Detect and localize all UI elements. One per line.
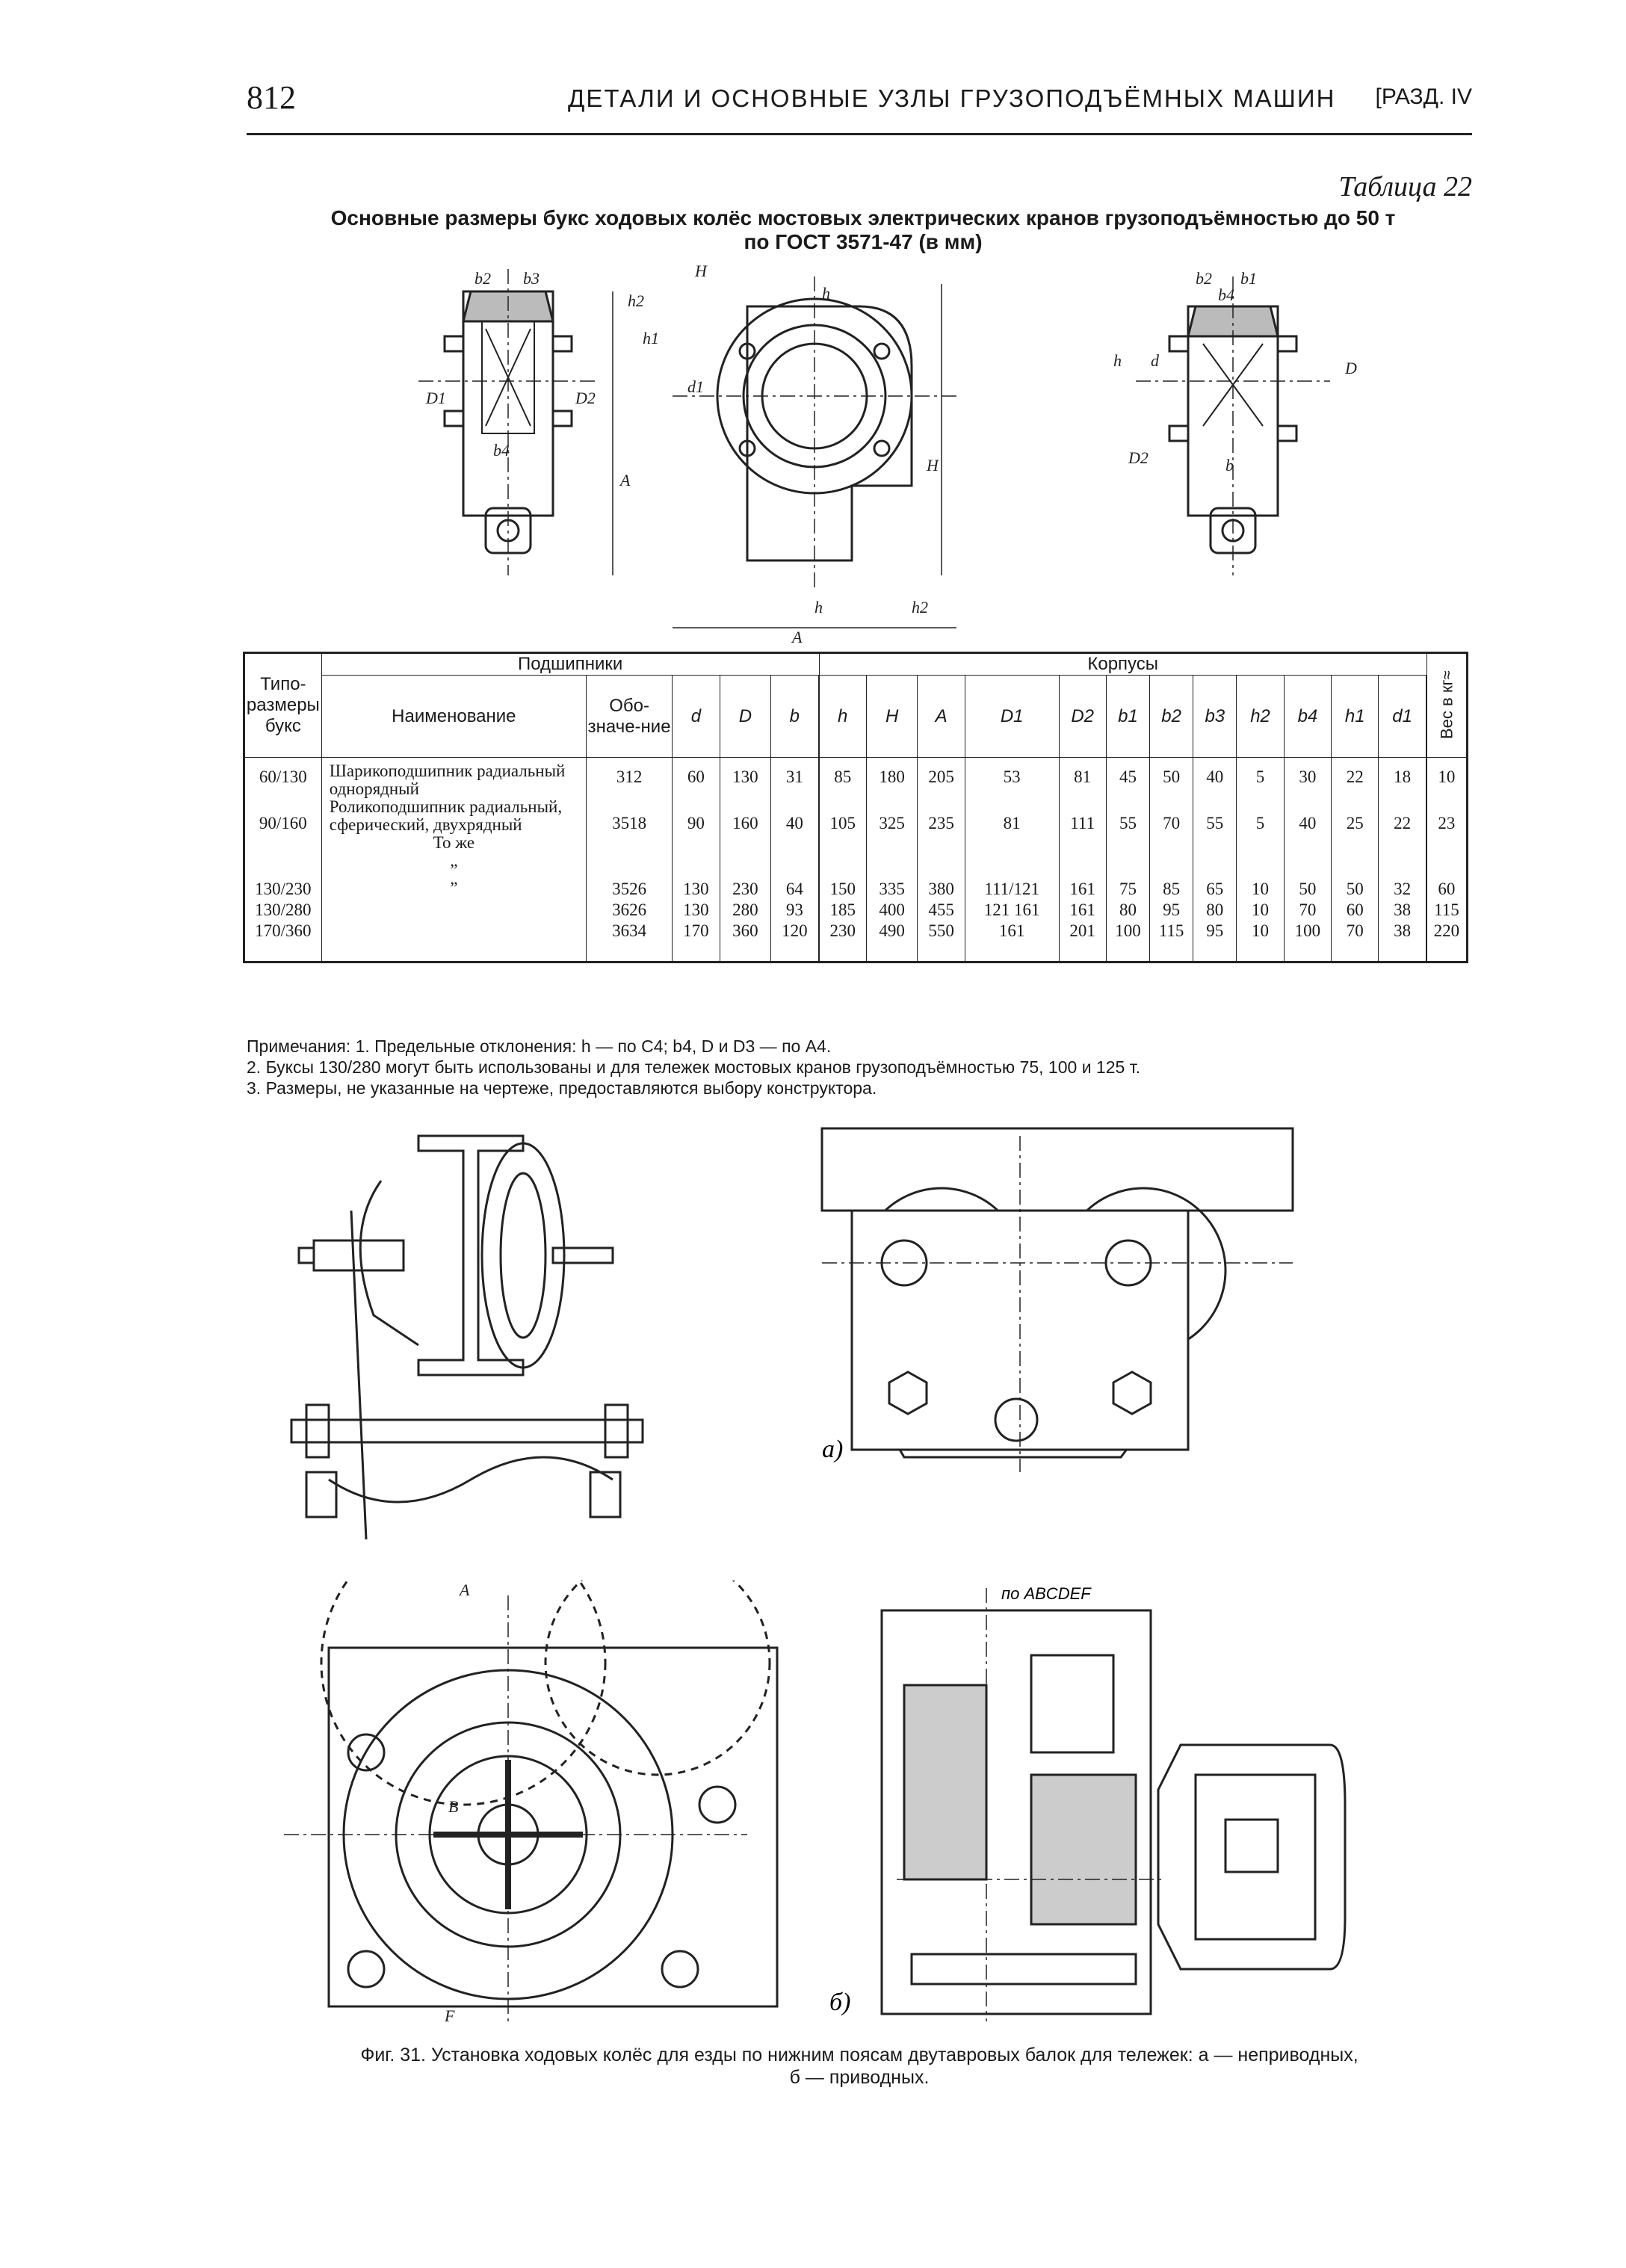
note-3: 3. Размеры, не указанные на чертеже, пре… (247, 1078, 877, 1098)
caption-line-2: б — приводных. (789, 2067, 930, 2088)
header-D2: D2 (1058, 675, 1107, 758)
svg-text:h2: h2 (628, 291, 644, 310)
header-weight: Вес в кг≈ (1426, 652, 1468, 758)
header-b1: b1 (1105, 675, 1151, 758)
page-number: 812 (247, 79, 296, 116)
header-b: b (770, 675, 819, 758)
header-housings: Корпусы (818, 652, 1427, 676)
section-label: по ABCDEF (1001, 1584, 1092, 1603)
table-notes: Примечания: 1. Предельные отклонения: h … (247, 1036, 1472, 1099)
note-1: Примечания: 1. Предельные отклонения: h … (247, 1036, 832, 1056)
header-b2: b2 (1149, 675, 1194, 758)
header-designation: Обо-значе-ние (585, 675, 673, 758)
header-d: d (672, 675, 720, 758)
svg-text:b1: b1 (1240, 269, 1257, 288)
svg-text:B: B (448, 1797, 458, 1816)
svg-text:d1: d1 (687, 377, 704, 396)
dimensions-table: Типо-размеры букс Подшипники Корпусы Вес… (243, 652, 1468, 963)
svg-text:D2: D2 (1128, 448, 1149, 467)
svg-text:h: h (814, 598, 823, 617)
table-title: Основные размеры букс ходовых колёс мост… (269, 206, 1457, 254)
svg-text:b: b (1225, 456, 1234, 475)
header-rule (247, 133, 1472, 135)
svg-text:h: h (822, 284, 830, 303)
svg-text:b2: b2 (474, 269, 491, 288)
table-title-line1: Основные размеры букс ходовых колёс мост… (330, 206, 1396, 229)
col-name: Шарикоподшипник радиальный однорядный Ро… (321, 757, 587, 962)
note-2: 2. Буксы 130/280 могут быть использованы… (247, 1057, 1141, 1077)
header-D1: D1 (964, 675, 1060, 758)
front-view (612, 276, 956, 628)
figure-b-label: б) (829, 1989, 850, 2016)
header-bearings: Подшипники (321, 652, 820, 676)
table-number: Таблица 22 (1338, 171, 1472, 203)
right-section-view (1136, 276, 1330, 575)
header-type: Типо-размеры букс (244, 652, 322, 758)
figure-a-drawing: а) (290, 1127, 1294, 1540)
header-d1: d1 (1378, 675, 1426, 758)
svg-text:h: h (1113, 351, 1122, 370)
header-b4: b4 (1283, 675, 1332, 758)
svg-text:D: D (1344, 359, 1357, 377)
svg-text:b3: b3 (523, 269, 540, 288)
svg-text:H: H (694, 262, 708, 280)
svg-text:A: A (791, 628, 803, 646)
header-A: A (917, 675, 965, 758)
svg-text:A: A (619, 471, 631, 489)
header-h: h (818, 675, 867, 758)
running-title: ДЕТАЛИ И ОСНОВНЫЕ УЗЛЫ ГРУЗОПОДЪЁМНЫХ МА… (568, 84, 1336, 112)
svg-text:h1: h1 (643, 329, 659, 347)
header-D: D (719, 675, 772, 758)
svg-text:h2: h2 (912, 598, 928, 617)
table-title-line2: по ГОСТ 3571-47 (в мм) (744, 230, 983, 253)
header-h1: h1 (1331, 675, 1379, 758)
section-label: [РАЗД. IV (1375, 84, 1472, 109)
svg-text:b4: b4 (493, 441, 510, 460)
header-H: H (865, 675, 918, 758)
svg-text:H: H (926, 456, 939, 475)
page-header: 812 ДЕТАЛИ И ОСНОВНЫЕ УЗЛЫ ГРУЗОПОДЪЁМНЫ… (247, 78, 1472, 138)
figure-a-label: а) (822, 1436, 843, 1463)
svg-text:d: d (1151, 351, 1160, 370)
figure-caption: Фиг. 31. Установка ходовых колёс для езд… (247, 2044, 1472, 2089)
svg-text:F: F (444, 2006, 455, 2025)
svg-text:b2: b2 (1196, 269, 1212, 288)
svg-text:A: A (458, 1581, 470, 1599)
svg-text:D1: D1 (425, 389, 446, 407)
header-b3: b3 (1193, 675, 1237, 758)
svg-text:b4: b4 (1218, 285, 1234, 304)
header-name: Наименование (321, 675, 587, 758)
header-h2: h2 (1236, 675, 1285, 758)
figure-b-drawing: по ABCDEF б) A F B (284, 1581, 1347, 2025)
svg-text:D2: D2 (575, 389, 596, 407)
left-section-view (418, 269, 598, 575)
caption-line-1: Фиг. 31. Установка ходовых колёс для езд… (360, 2045, 1358, 2065)
